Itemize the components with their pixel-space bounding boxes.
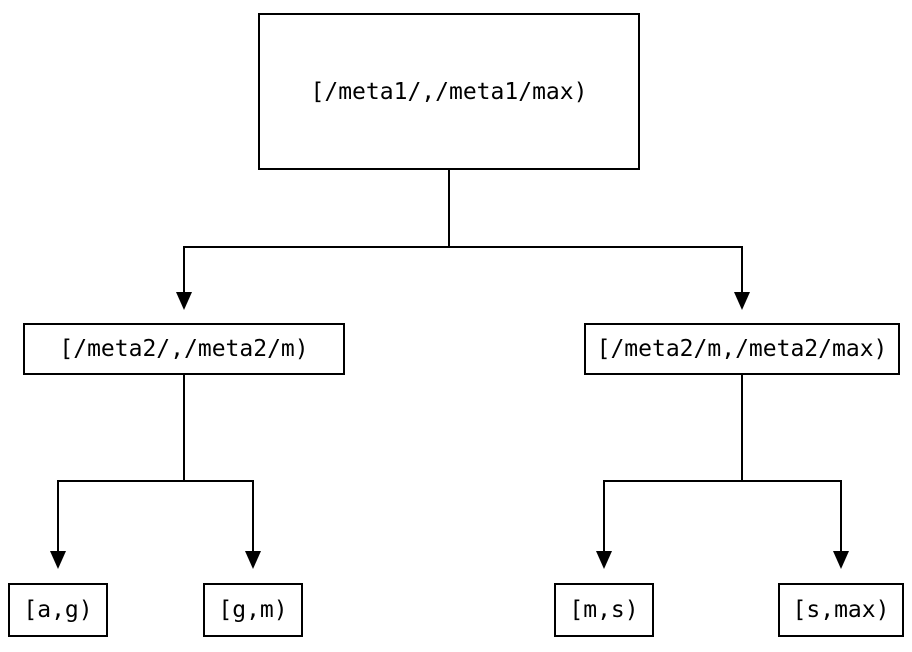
arrow-down-icon (50, 551, 66, 569)
tree-node-label: [a,g) (23, 597, 93, 623)
tree-node-root: [/meta1/,/meta1/max) (258, 13, 640, 170)
arrow-down-icon (734, 292, 750, 310)
arrow-down-icon (833, 551, 849, 569)
tree-node-leaf-smax: [s,max) (778, 583, 904, 637)
tree-node-leaf-ms: [m,s) (554, 583, 654, 637)
tree-node-left: [/meta2/,/meta2/m) (23, 323, 345, 375)
tree-node-label: [g,m) (218, 597, 288, 623)
tree-node-label: [/meta1/,/meta1/max) (310, 78, 588, 105)
tree-node-leaf-ag: [a,g) (8, 583, 108, 637)
arrow-down-icon (176, 292, 192, 310)
arrow-down-icon (245, 551, 261, 569)
tree-node-leaf-gm: [g,m) (203, 583, 303, 637)
edge-right-branch (603, 480, 842, 551)
edge-root-branch (183, 246, 743, 292)
edge-left-branch (57, 480, 254, 551)
tree-node-right: [/meta2/m,/meta2/max) (584, 323, 900, 375)
tree-node-label: [m,s) (569, 597, 639, 623)
tree-node-label: [/meta2/m,/meta2/max) (596, 336, 888, 362)
tree-node-label: [/meta2/,/meta2/m) (59, 336, 309, 362)
tree-node-label: [s,max) (792, 597, 890, 623)
arrow-down-icon (596, 551, 612, 569)
